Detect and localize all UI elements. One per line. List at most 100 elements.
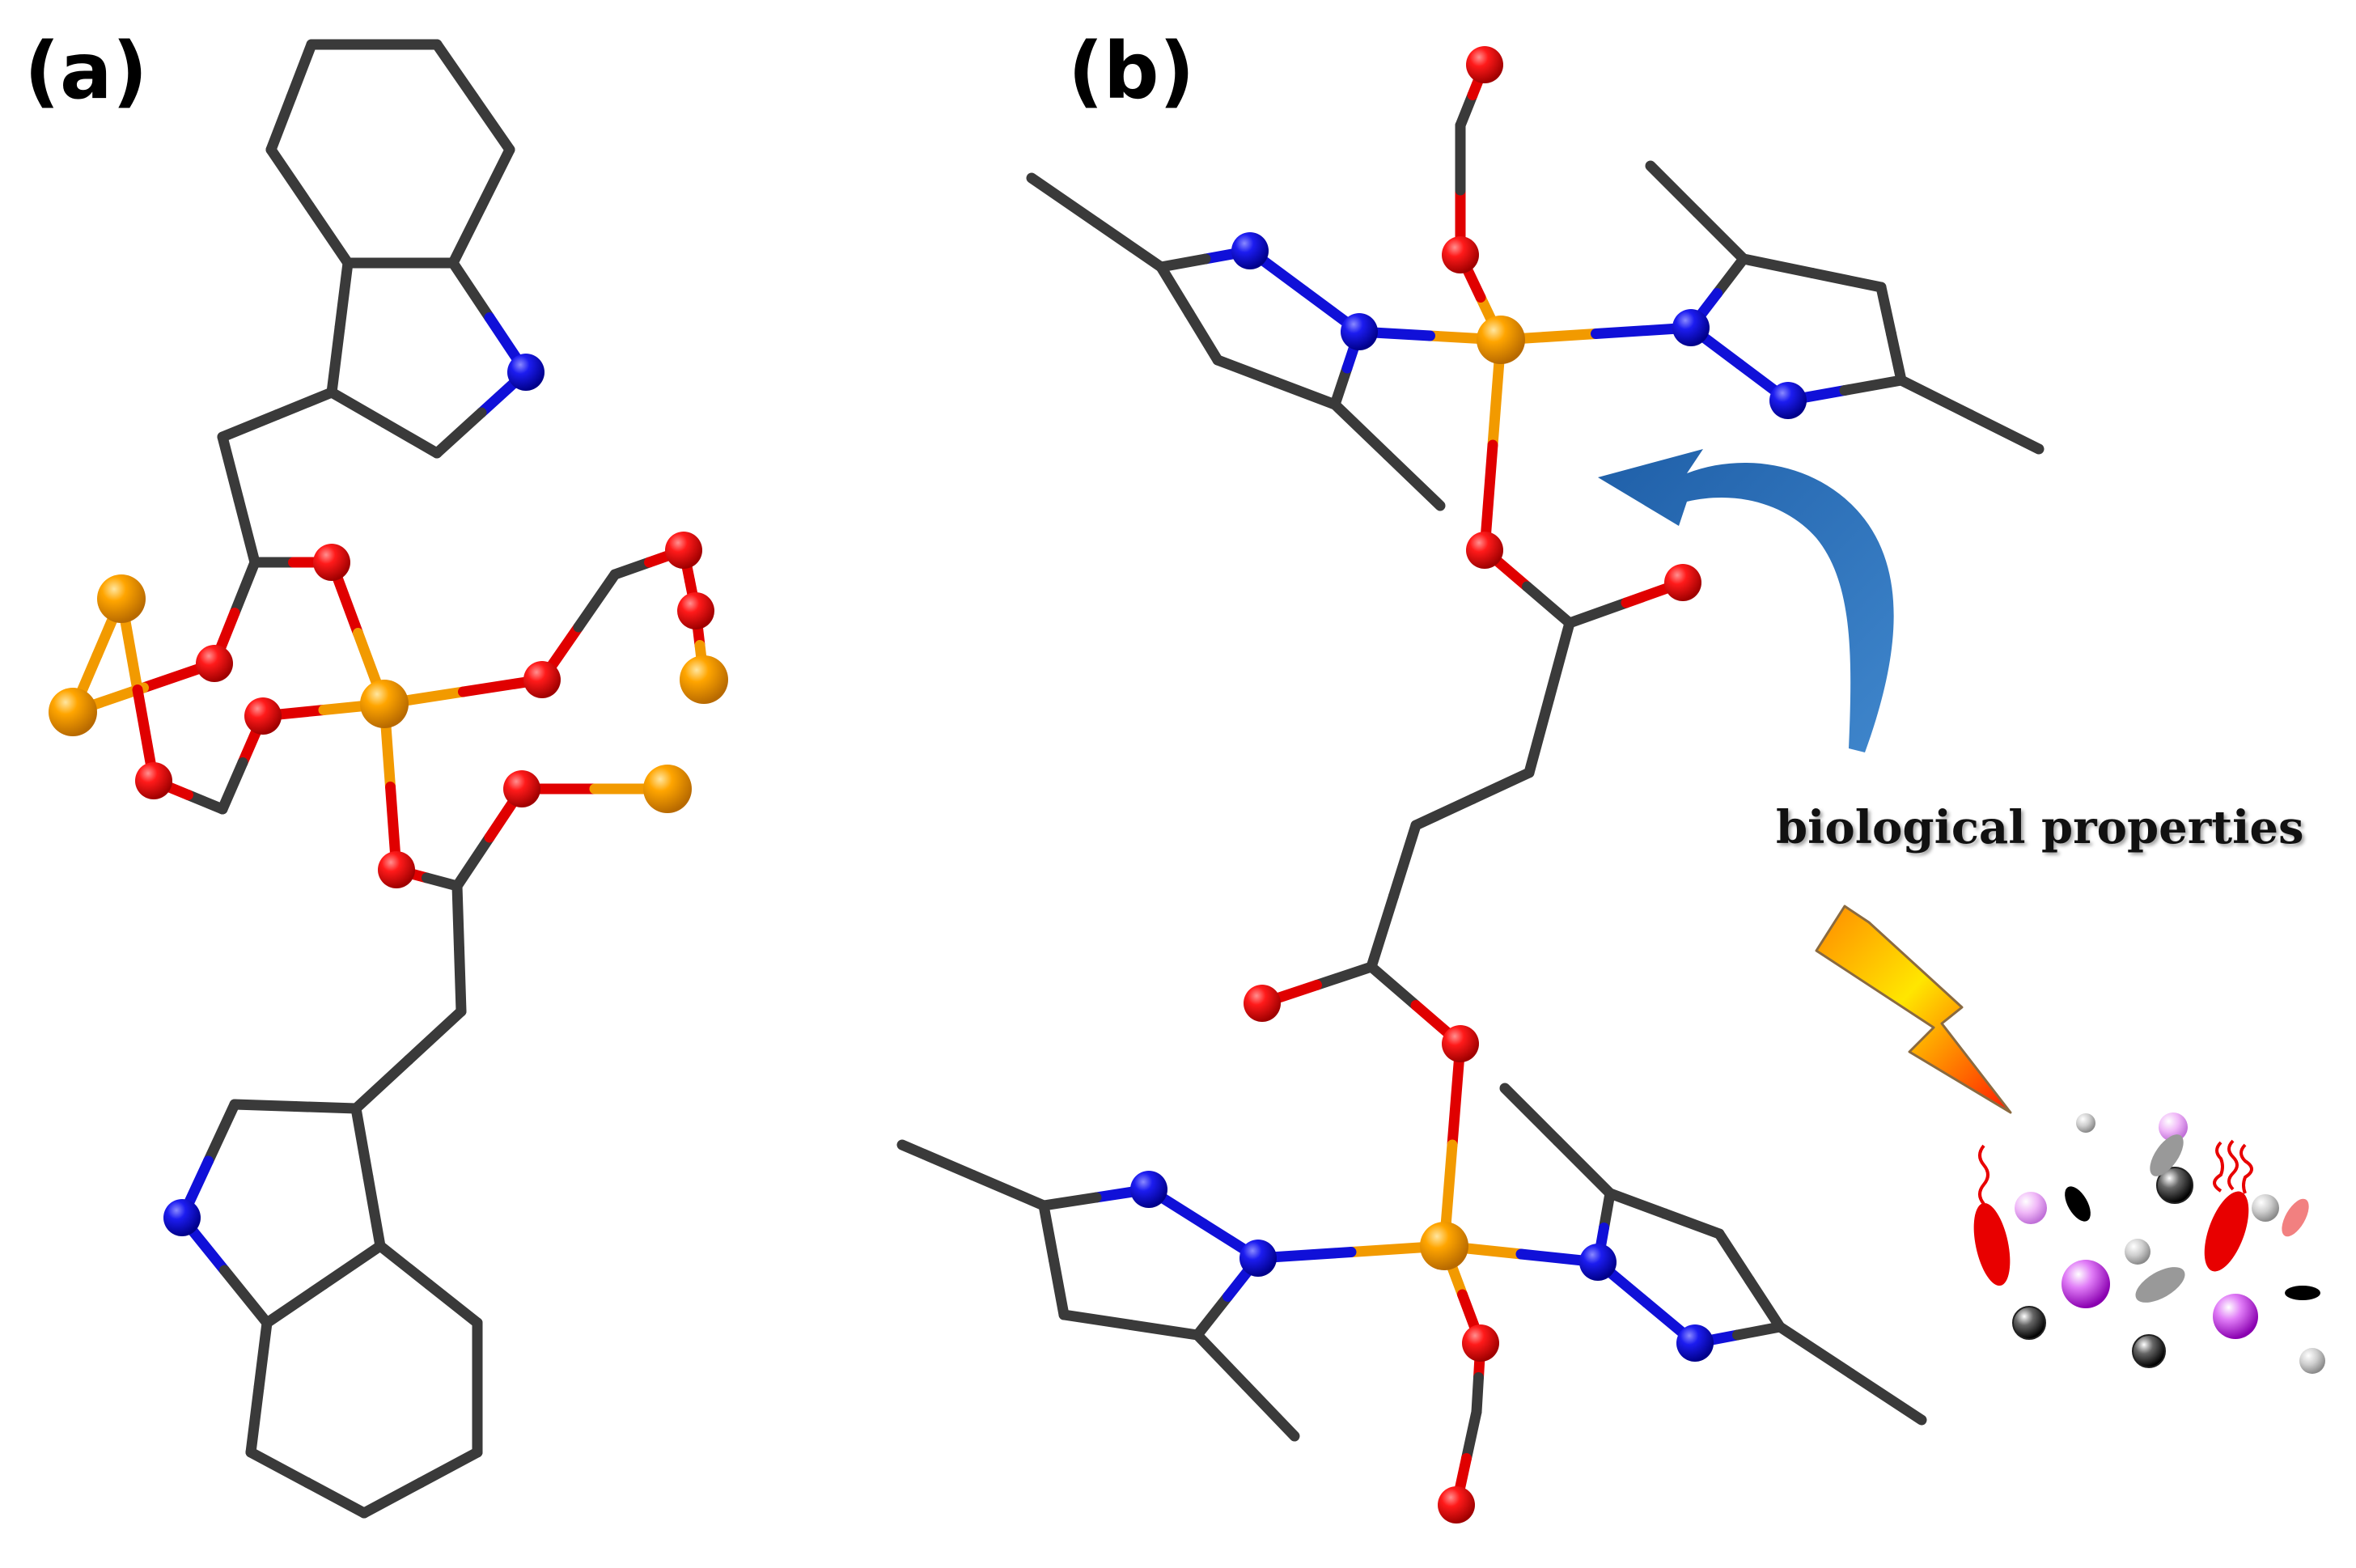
panel-a-bond-36-b <box>350 1103 374 1183</box>
panel-b-bond-8-b <box>1271 377 1341 410</box>
bacterium-right <box>2204 1191 2249 1272</box>
panel-b-oxygen-atom-oAx1 <box>1442 236 1479 273</box>
panel-b-bond-7-a <box>1155 261 1195 319</box>
panel-b-bond-38-a <box>1192 1329 1252 1391</box>
panel-b-bond-43-b <box>1604 1188 1670 1219</box>
panel-b-bond-34-a <box>1038 1200 1059 1265</box>
panel-a-bond-5-a <box>265 91 297 155</box>
panel-a-bond-1-a <box>431 39 479 103</box>
panel-a-oxygen-atom-o8 <box>378 851 415 888</box>
flagellum-left <box>1978 1144 1989 1206</box>
panel-b-bond-43-a <box>1659 1208 1725 1240</box>
panel-b-nitrogen-atom-nR1 <box>1672 309 1710 346</box>
particle-5 <box>2062 1260 2110 1308</box>
panel-b-bond-36-a <box>1192 1291 1233 1341</box>
panel-a-nitrogen-atom-n1 <box>507 354 545 391</box>
panel-a-bond-32-a <box>290 1101 362 1114</box>
particle-1 <box>2159 1112 2188 1142</box>
panel-a-bond-22-b <box>573 569 621 633</box>
panel-a-bond-28-a <box>451 832 495 892</box>
panel-a-bond-9-a <box>326 322 345 398</box>
panel-a-bond-7-b <box>431 407 487 459</box>
panel-b-bond-7-b <box>1184 308 1223 366</box>
cell-1 <box>2150 1134 2184 1176</box>
panel-b-nitrogen-atom-nL4 <box>1130 1171 1167 1208</box>
panel-a-bond-1-b <box>468 91 515 155</box>
panel-b-metal-atom-M2 <box>1420 1222 1468 1270</box>
panel-b-bond-22-a <box>1544 617 1575 703</box>
panel-a-metal-atom-mL2 <box>49 688 97 736</box>
panel-a-bond-31-a <box>403 1006 467 1066</box>
panel-a-oxygen-atom-o5 <box>523 661 561 698</box>
panel-b-bond-24-a <box>1388 820 1422 901</box>
particle-8 <box>2012 1306 2046 1340</box>
lightning-bolt-icon <box>1815 905 2012 1114</box>
panel-a-metal-atom-m1 <box>360 680 409 728</box>
panel-b-bond-45-b <box>1845 1368 1927 1426</box>
panel-a-oxygen-atom-o1 <box>313 544 350 581</box>
cell-0 <box>2065 1186 2091 1222</box>
panel-a-bond-17-a <box>183 790 228 815</box>
panel-b-bond-33-b <box>1038 1192 1102 1211</box>
panel-b-oxygen-atom-oBr1 <box>1466 532 1503 569</box>
panel-a-metal-atom-mL1 <box>97 574 146 623</box>
particle-4 <box>2125 1239 2150 1265</box>
panel-a-bond-30-a <box>451 880 464 954</box>
panel-a-bond-37-b <box>423 1279 483 1329</box>
panel-a-nitrogen-atom-n2 <box>163 1199 201 1236</box>
panel-b-bond-38-b <box>1240 1380 1300 1442</box>
panel-b-bond-29-b <box>1471 1372 1484 1418</box>
panel-b-metal-atom-M1 <box>1477 316 1525 364</box>
panel-a-bond-37-a <box>375 1240 434 1290</box>
panel-b-bond-9-a <box>1329 362 1353 410</box>
panel-b-bond-46-b <box>1499 1083 1563 1146</box>
panel-a-bond-40-a <box>302 1477 370 1519</box>
panel-b-bond-44-a <box>1599 1188 1616 1233</box>
panel-b-bond-42-a <box>1744 1275 1786 1333</box>
panel-b-bond-23-a <box>1467 767 1535 804</box>
panel-b-bond-18-b <box>1964 409 2045 455</box>
panel-b-bond-16-a <box>1807 268 1887 293</box>
panel-b-bond-10-b <box>1026 172 1102 228</box>
bacterium-left <box>1973 1202 2011 1286</box>
panel-b-nitrogen-atom-nR4 <box>1676 1324 1714 1362</box>
particle-10 <box>2299 1348 2325 1374</box>
panel-b-bond-42-b <box>1714 1228 1755 1286</box>
panel-b-bond-30-a <box>1461 1406 1482 1464</box>
panel-a-bond-32-b <box>229 1099 301 1112</box>
panel-b-bond-24-b <box>1366 891 1399 973</box>
panel-b-bond-11-a <box>1329 399 1393 460</box>
panel-b-bond-22-b <box>1523 693 1555 778</box>
panel-a-bond-39-b <box>358 1477 426 1519</box>
flagellum-right-0 <box>2213 1141 2224 1193</box>
panel-a-bond-9-b <box>334 257 354 333</box>
panel-a-bond-11-a <box>217 431 244 505</box>
panel-a-bond-39-a <box>415 1447 483 1488</box>
panel-b-oxygen-atom-oAx2 <box>1462 1324 1499 1362</box>
particle-2 <box>2015 1192 2047 1224</box>
panel-b-nitrogen-atom-nL3 <box>1239 1240 1277 1277</box>
panel-a-bond-41-a <box>245 1382 265 1458</box>
panel-a-bond-2-a <box>476 144 515 212</box>
particle-7 <box>2213 1294 2258 1339</box>
panel-b-oxygen-atom-oD2 <box>1244 985 1281 1022</box>
panel-b-bond-46-a <box>1552 1135 1616 1199</box>
panel-b-bond-11-b <box>1382 450 1446 511</box>
panel-b-bond-37-b <box>896 1139 978 1180</box>
panel-b-bond-19-b <box>1645 160 1702 218</box>
panel-b-bond-20-b <box>1522 581 1575 629</box>
panel-label-a: (a) <box>24 26 148 117</box>
flagellum-right-2 <box>2239 1143 2253 1194</box>
microorganisms-icon <box>1973 1112 2325 1374</box>
panel-a-metal-atom-mR2 <box>643 765 692 813</box>
panel-b-oxygen-atom-oD1 <box>1664 564 1701 601</box>
panel-b-bond-2-a <box>1455 90 1478 131</box>
panel-b-bond-37-a <box>968 1170 1049 1211</box>
panel-b-bond-14-b <box>1839 375 1907 396</box>
panel-b-bond-26-a <box>1366 961 1422 1011</box>
panel-a-oxygen-atom-o2 <box>196 645 233 682</box>
panel-b-bond-19-a <box>1692 207 1749 265</box>
panel-a-bond-13-a <box>229 557 261 618</box>
cell-4 <box>2282 1198 2309 1237</box>
particle-9 <box>2132 1334 2166 1368</box>
